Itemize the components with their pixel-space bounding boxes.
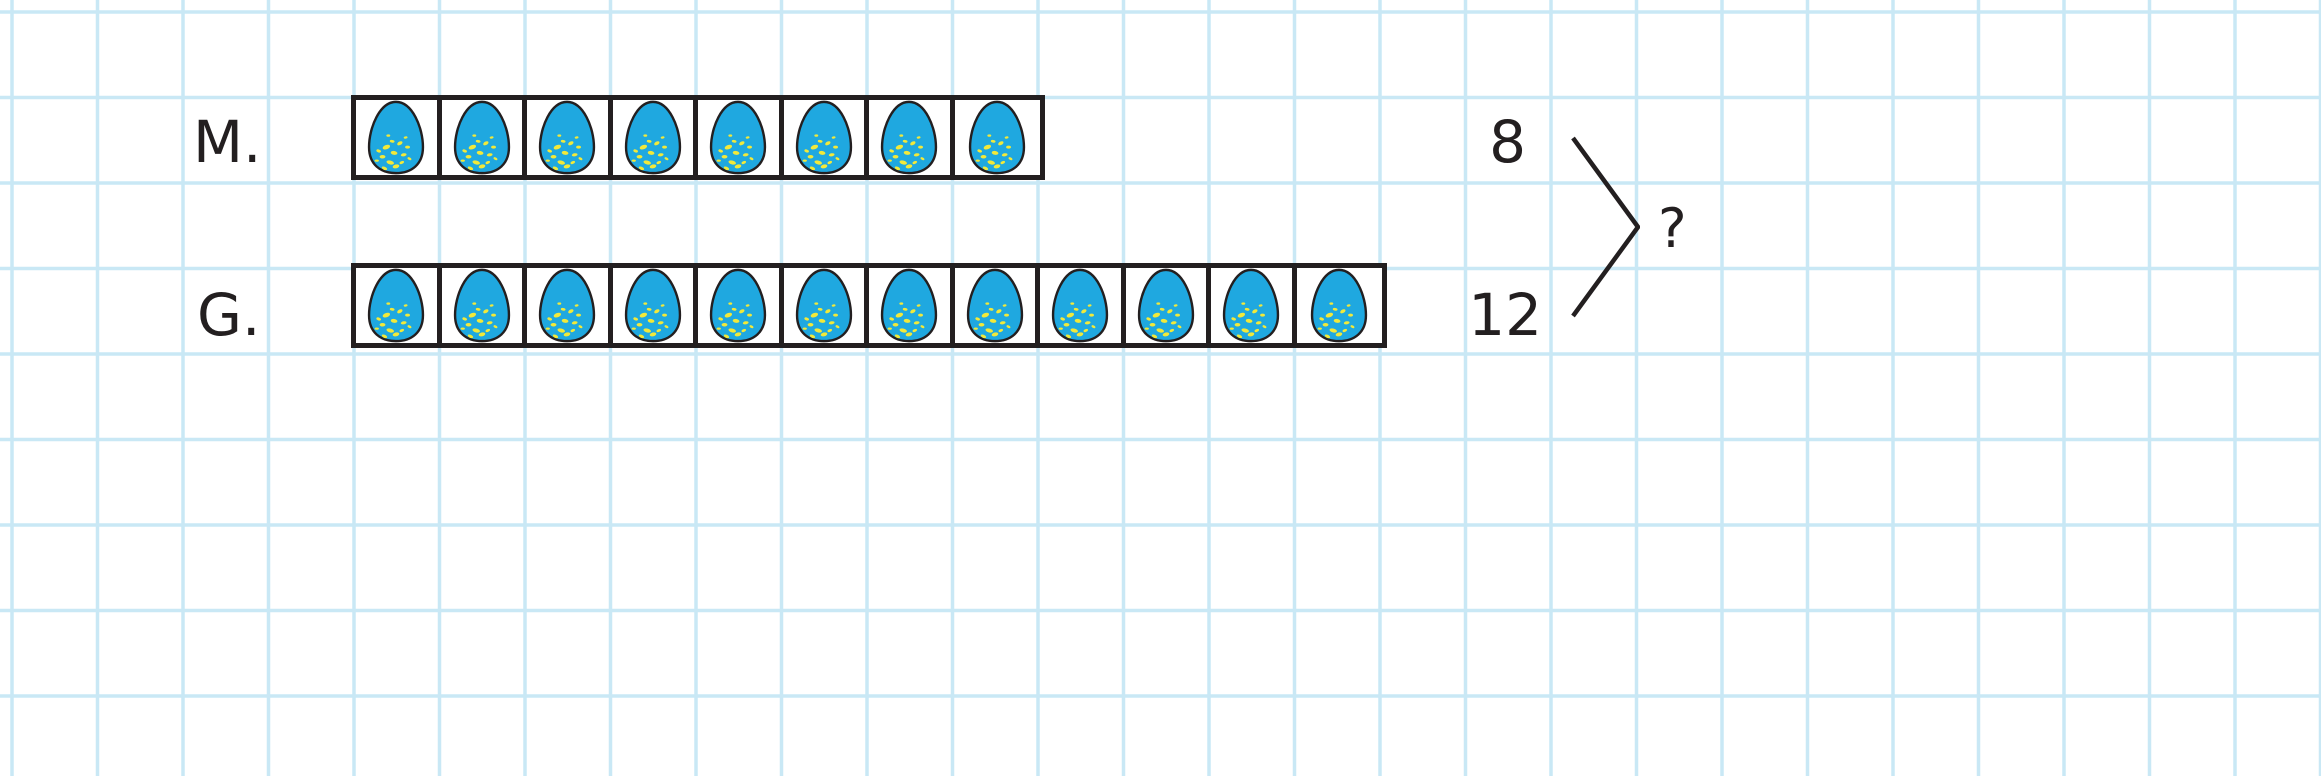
egg-cell: [356, 268, 442, 343]
egg-icon: [965, 99, 1029, 176]
egg-strip-m: [351, 95, 1045, 180]
egg-icon: [1134, 267, 1198, 344]
egg-icon: [450, 99, 514, 176]
egg-cell: [1126, 268, 1212, 343]
egg-icon: [706, 99, 770, 176]
egg-icon: [535, 267, 599, 344]
egg-cell: [613, 100, 699, 175]
egg-icon: [877, 99, 941, 176]
egg-strip-g: [351, 263, 1387, 348]
egg-icon: [1307, 267, 1371, 344]
egg-cell: [1297, 268, 1383, 343]
egg-cell: [698, 100, 784, 175]
egg-cell: [784, 268, 870, 343]
egg-cell: [356, 100, 442, 175]
egg-cell: [784, 100, 870, 175]
egg-icon: [535, 99, 599, 176]
egg-icon: [963, 267, 1027, 344]
egg-cell: [527, 100, 613, 175]
sum-bracket: [1560, 130, 1640, 330]
count-m: 8: [1470, 113, 1526, 171]
egg-icon: [364, 267, 428, 344]
egg-icon: [621, 99, 685, 176]
egg-icon: [877, 267, 941, 344]
egg-icon: [706, 267, 770, 344]
egg-cell: [442, 100, 528, 175]
egg-cell: [1211, 268, 1297, 343]
egg-cell: [1040, 268, 1126, 343]
egg-icon: [621, 267, 685, 344]
egg-cell: [613, 268, 699, 343]
egg-cell: [955, 268, 1041, 343]
egg-icon: [364, 99, 428, 176]
egg-cell: [955, 100, 1041, 175]
egg-icon: [450, 267, 514, 344]
egg-icon: [792, 267, 856, 344]
egg-icon: [792, 99, 856, 176]
egg-cell: [869, 268, 955, 343]
egg-icon: [1219, 267, 1283, 344]
egg-cell: [527, 268, 613, 343]
total-question-mark: ?: [1658, 202, 1687, 256]
row-label-m: M.: [193, 113, 261, 171]
egg-cell: [869, 100, 955, 175]
egg-cell: [698, 268, 784, 343]
count-g: 12: [1462, 286, 1542, 344]
egg-icon: [1048, 267, 1112, 344]
row-label-g: G.: [197, 286, 260, 344]
egg-cell: [442, 268, 528, 343]
